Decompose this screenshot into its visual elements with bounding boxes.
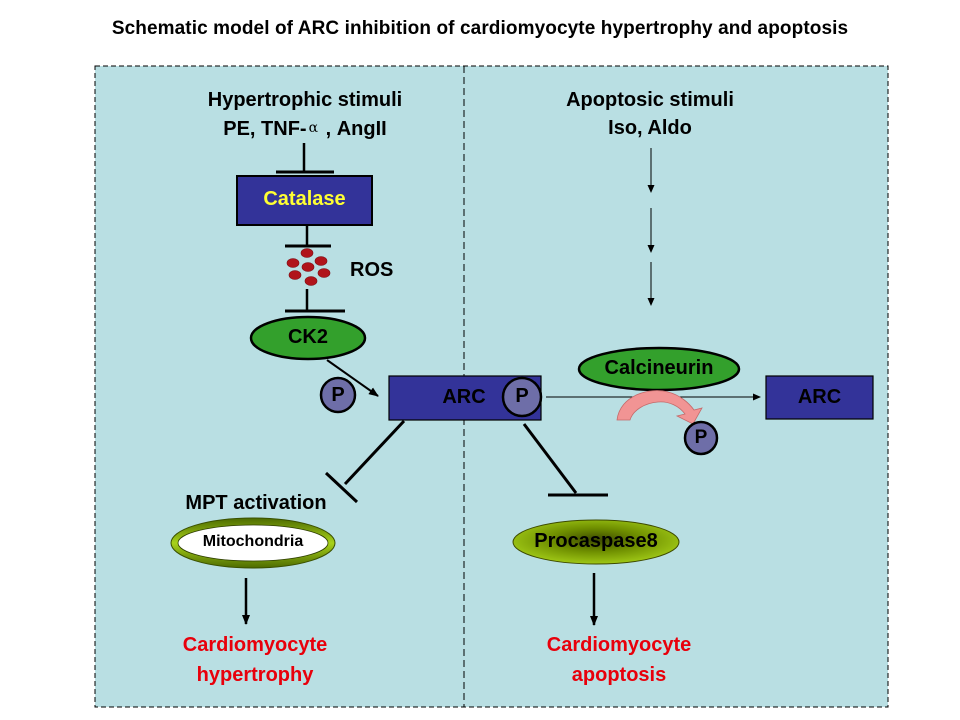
ros-dots-icon: [286, 248, 331, 286]
arc-phospho-circle: [501, 376, 543, 418]
arc-center-label: ARC: [442, 386, 486, 408]
ros-label: ROS: [350, 259, 394, 281]
arc-phospho-label: P: [515, 385, 529, 407]
ck2-arc-arrow: [326, 359, 379, 397]
phospho-circle-free: [319, 376, 357, 414]
inhibit-bar-mpt: [324, 471, 359, 504]
apoptosic-stimuli-agents: Iso, Aldo: [608, 117, 692, 139]
diagram-title: Schematic model of ARC inhibition of car…: [111, 18, 849, 39]
released-phospho-circle: [683, 420, 719, 456]
released-phospho-label: P: [694, 427, 708, 448]
catalase-box[interactable]: [236, 175, 373, 226]
mitochondria-inner: [177, 524, 329, 562]
hypertrophy-outcome-line2: hypertrophy: [196, 664, 314, 686]
arc-procaspase-line: [522, 423, 578, 494]
phospho-free-label: P: [331, 384, 345, 406]
mitochondria-label: Mitochondria: [202, 533, 304, 550]
hypertrophy-outcome-line1: Cardiomyocyte: [182, 634, 328, 656]
calcineurin-label: Calcineurin: [604, 357, 714, 379]
catalase-label: Catalase: [263, 188, 346, 210]
procaspase8-label: Procaspase8: [534, 530, 658, 552]
apoptosis-outcome: Cardiomyocyte apoptosis: [514, 630, 724, 690]
apoptosis-outcome-line2: apoptosis: [571, 664, 667, 686]
procaspase8-ellipse[interactable]: [512, 519, 680, 565]
ck2-label: CK2: [287, 326, 328, 348]
arc-right-label: ARC: [797, 386, 842, 408]
hypertrophy-outcome: Cardiomyocyte hypertrophy: [150, 630, 360, 690]
apoptosis-outcome-line1: Cardiomyocyte: [546, 634, 692, 656]
agents-pe-tnf: PE, TNF-: [223, 118, 307, 140]
agents-angii: , AngII: [320, 118, 387, 140]
hypertrophic-stimuli-label: Hypertrophic stimuli PE, TNF-α , AngII: [150, 86, 460, 143]
ck2-ellipse[interactable]: [249, 315, 367, 361]
arc-box-right[interactable]: [765, 375, 874, 420]
arc-mpt-line: [343, 419, 406, 486]
hypertrophic-stimuli-agents: PE, TNF-α , AngII: [150, 114, 460, 143]
calcineurin-ellipse[interactable]: [577, 346, 741, 392]
apoptosic-stimuli-title: Apoptosic stimuli: [566, 89, 734, 111]
hypertrophic-stimuli-title: Hypertrophic stimuli: [207, 89, 403, 111]
apoptosic-stimuli-label: Apoptosic stimuli Iso, Aldo: [500, 86, 800, 142]
mpt-activation-label: MPT activation: [185, 492, 327, 514]
agents-alpha: α: [308, 120, 319, 136]
